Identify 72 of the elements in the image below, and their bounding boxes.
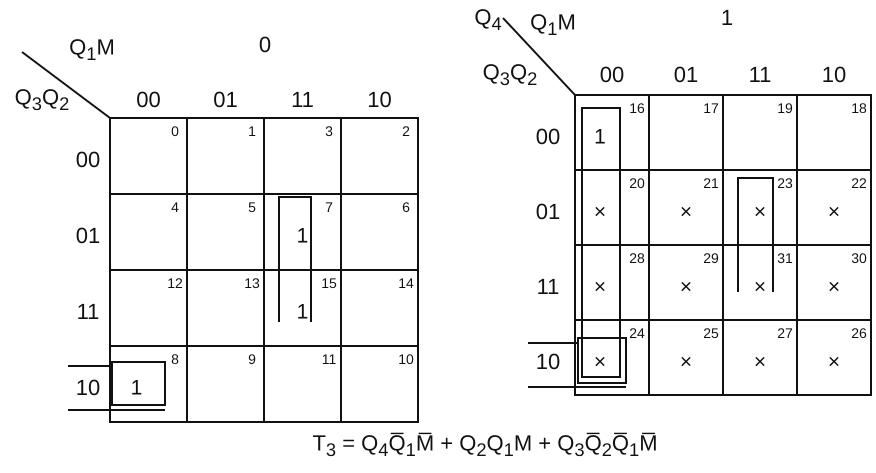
variable-label: Q$_{1}$M: [69, 36, 115, 64]
column-header: 01: [674, 64, 698, 86]
cell-value: 1: [296, 302, 308, 322]
map-heading: 0: [258, 34, 272, 56]
cell-value: ×: [828, 276, 840, 297]
cell-index: 0: [171, 124, 179, 138]
cell-value: ×: [828, 351, 840, 372]
cell-value: ×: [754, 351, 766, 372]
cell-index: 29: [703, 251, 719, 265]
cell-index: 28: [629, 251, 645, 265]
cell-index: 13: [244, 276, 260, 290]
cell-value: ×: [754, 201, 766, 222]
column-header: 10: [822, 64, 846, 86]
cell-index: 21: [703, 176, 719, 190]
cell-index: 3: [325, 124, 333, 138]
row-header: 01: [76, 225, 100, 247]
row-header: 00: [76, 149, 100, 171]
cell-index: 12: [167, 276, 183, 290]
equation-caption: T$_{3}$ = Q$_{4}$Q̅$_{1}$M̅ + Q$_{2}$Q$_{1}$M + Q$_{3}$Q̅$_{2}$Q̅$_{1}$M̅: [312, 432, 658, 460]
cell-value: ×: [680, 276, 692, 297]
cell-index: 26: [851, 326, 867, 340]
column-header: 10: [367, 89, 392, 111]
cell-index: 30: [851, 251, 867, 265]
row-header: 10: [536, 350, 560, 372]
cell-value: ×: [680, 201, 692, 222]
cell-index: 1: [248, 124, 256, 138]
cell-value: 1: [296, 226, 308, 246]
cell-index: 9: [248, 352, 256, 366]
cell-index: 2: [402, 124, 410, 138]
cell-index: 7: [325, 200, 333, 214]
cell-value: 1: [130, 378, 142, 398]
column-header: 11: [291, 89, 314, 111]
cell-index: 31: [777, 251, 793, 265]
cell-value: ×: [680, 351, 692, 372]
cell-index: 20: [629, 176, 645, 190]
cell-index: 4: [171, 200, 179, 214]
cell-index: 16: [629, 101, 645, 115]
row-header: 00: [536, 126, 560, 148]
cell-index: 22: [851, 176, 867, 190]
map-heading: 1: [720, 7, 734, 29]
cell-index: 27: [777, 326, 793, 340]
cell-index: 17: [703, 101, 719, 115]
cell-index: 8: [171, 352, 179, 366]
cell-value: ×: [594, 276, 606, 297]
cell-index: 14: [398, 276, 414, 290]
cell-value: ×: [828, 201, 840, 222]
cell-index: 6: [402, 200, 410, 214]
cell-index: 11: [322, 352, 336, 366]
cell-index: 24: [629, 326, 645, 340]
row-header: 11: [536, 276, 560, 298]
row-header: 10: [76, 377, 100, 399]
cell-index: 15: [321, 276, 337, 290]
cell-value: 1: [594, 126, 606, 147]
variable-label: Q$_{3}$Q$_{2}$: [14, 86, 70, 114]
row-header: 11: [76, 301, 100, 323]
column-header: 00: [600, 64, 624, 86]
variable-label: Q$_{1}$M: [530, 12, 576, 38]
cell-index: 23: [777, 176, 793, 190]
column-header: 01: [213, 89, 238, 111]
cell-value: ×: [594, 201, 606, 222]
column-header: 00: [136, 89, 161, 111]
cell-index: 19: [777, 101, 793, 115]
cell-index: 5: [248, 200, 256, 214]
cell-index: 25: [703, 326, 719, 340]
cell-value: ×: [754, 276, 766, 297]
cell-index: 10: [398, 352, 414, 366]
row-header: 01: [536, 200, 560, 222]
variable-label: Q$_{3}$Q$_{2}$: [482, 62, 538, 88]
cell-index: 18: [851, 101, 867, 115]
variable-label: Q$_{4}$: [474, 6, 502, 34]
cell-value: ×: [594, 351, 606, 372]
column-header: 11: [748, 64, 772, 86]
